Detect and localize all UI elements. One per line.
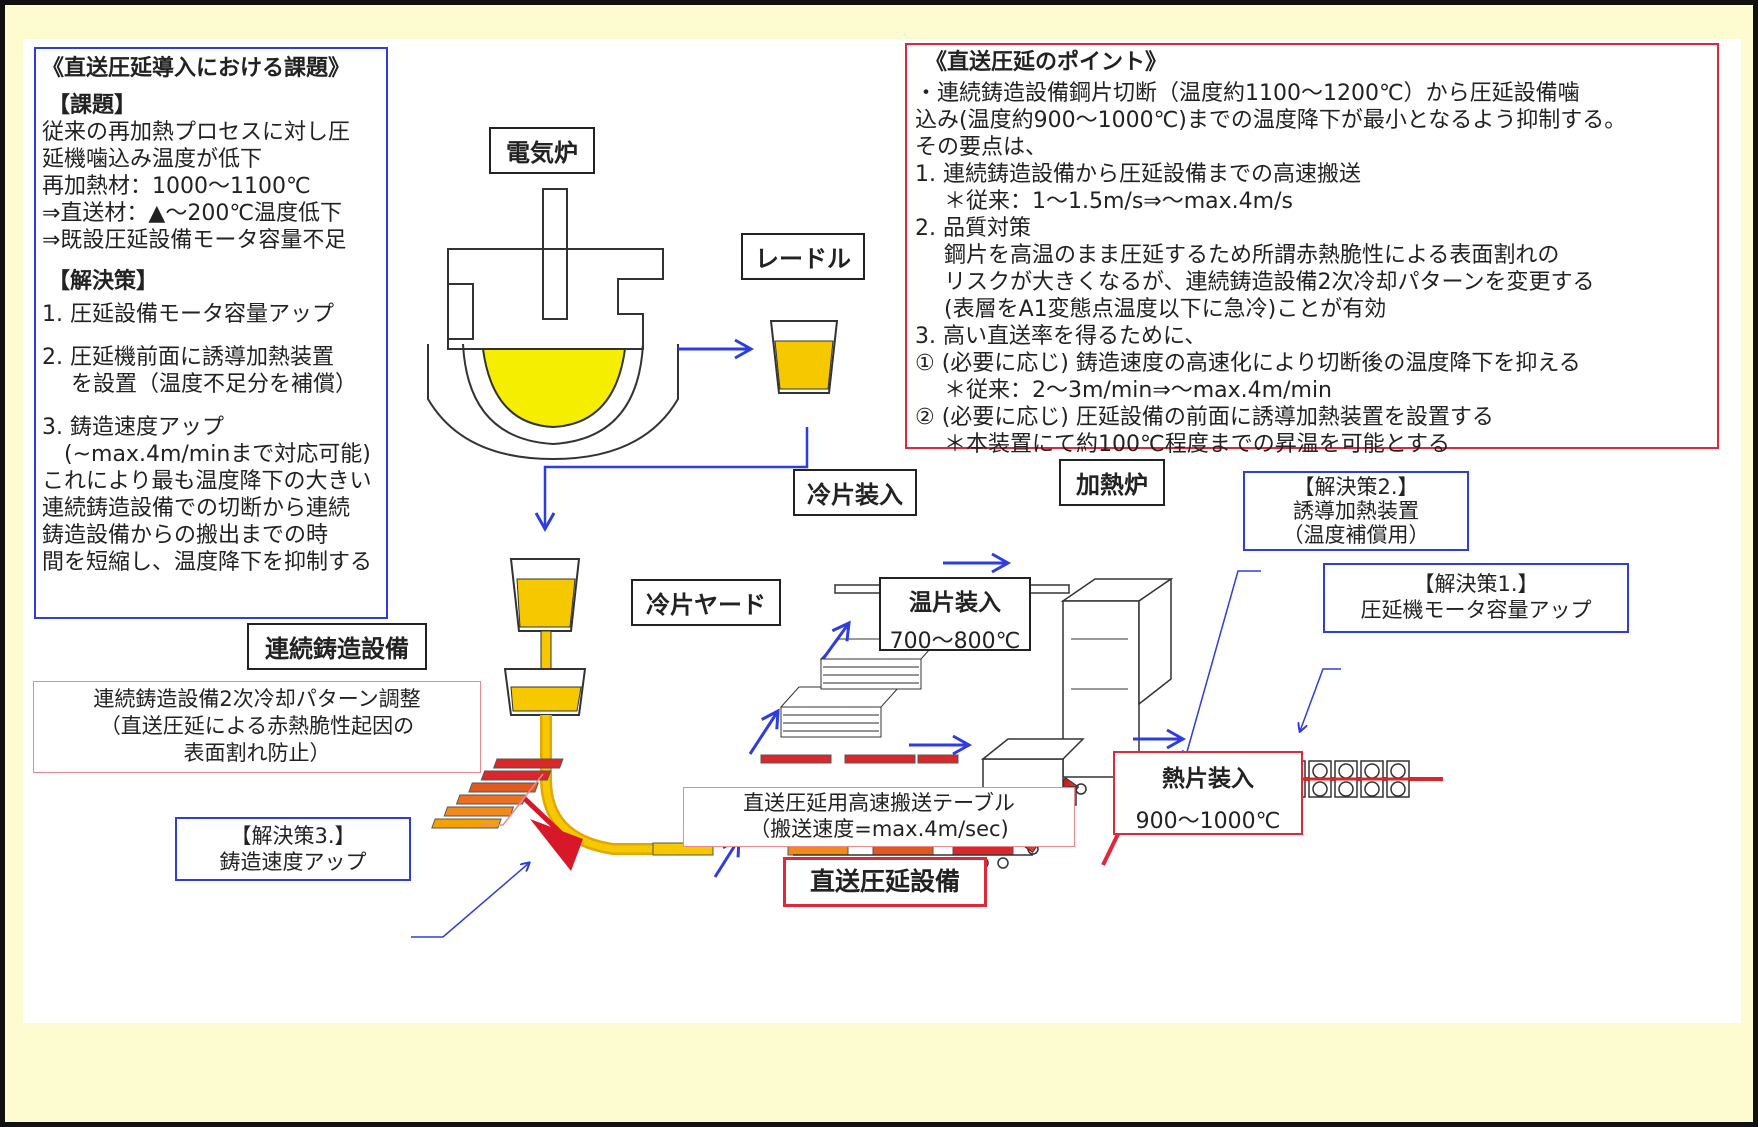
callout-line: （温度補償用） bbox=[1282, 523, 1430, 547]
problem-line: ⇒直送材：▲〜200℃温度低下 bbox=[42, 201, 343, 226]
callout-line: 誘導加熱装置 bbox=[1293, 499, 1419, 523]
diagram-title: 直送圧延設備 bbox=[783, 857, 987, 907]
callout-solution-3: 【解決策3.】 鋳造速度アップ bbox=[175, 817, 411, 881]
callout-line: 直送圧延用高速搬送テーブル bbox=[743, 791, 1015, 815]
solution-3-line: (~max.4m/minまで対応可能) bbox=[42, 442, 371, 467]
electric-furnace-drawing bbox=[427, 188, 679, 461]
solution-3-line: 間を短縮し、温度降下を抑制する bbox=[42, 550, 373, 575]
points-title: 《直送圧延のポイント》 bbox=[925, 50, 1168, 75]
slab-stack-hot bbox=[431, 758, 564, 829]
callout-transport-table: 直送圧延用高速搬送テーブル（搬送速度=max.4m/sec) bbox=[683, 787, 1075, 847]
point-line: 鋼片を高温のまま圧延するため所謂赤熱脆性による表面割れの bbox=[915, 243, 1560, 268]
solution-2: 2. 圧延機前面に誘導加熱装置 を設置（温度不足分を補償） bbox=[42, 344, 380, 398]
label-cold-charge: 冷片装入 bbox=[793, 469, 917, 516]
problem-line: 従来の再加熱プロセスに対し圧 bbox=[42, 120, 351, 145]
solution-3-line: これにより最も温度降下の大きい bbox=[42, 469, 372, 494]
callout-line: （直送圧延による赤熱脆性起因の bbox=[99, 714, 415, 738]
tundish-drawing bbox=[503, 558, 587, 716]
solution-3-line: 鋳造設備からの搬出までの時 bbox=[42, 523, 329, 548]
point-line: ① (必要に応じ) 鋳造速度の高速化により切断後の温度降下を抑える bbox=[915, 351, 1581, 376]
callout-line: （搬送速度=max.4m/sec) bbox=[749, 817, 1009, 841]
point-line: 2. 品質対策 bbox=[915, 216, 1031, 241]
reheating-furnace-drawing bbox=[980, 577, 1174, 820]
label-cold-yard: 冷片ヤード bbox=[631, 579, 781, 626]
problem-line: 延機噛込み温度が低下 bbox=[42, 147, 263, 172]
callout-solution-2-body: 誘導加熱装置（温度補償用） bbox=[1245, 499, 1467, 547]
callout-solution-2: 【解決策2.】 誘導加熱装置（温度補償用） bbox=[1243, 471, 1469, 551]
warm-charge-label: 温片装入 bbox=[909, 590, 1001, 616]
solution-2-line: を設置（温度不足分を補償） bbox=[42, 372, 357, 397]
challenges-title: 《直送圧延導入における課題》 bbox=[42, 56, 351, 81]
point-line: ＊従来：1〜1.5m/s⇒〜max.4m/s bbox=[915, 189, 1293, 214]
point-line: ・連続鋳造設備鋼片切断（温度約1100〜1200℃）から圧延設備噛 bbox=[915, 81, 1580, 106]
solution-3-line: 3. 鋳造速度アップ bbox=[42, 415, 224, 440]
solution-3-line: 連続鋳造設備での切断から連続 bbox=[42, 496, 351, 521]
callout-leaders bbox=[411, 570, 1341, 938]
problem-heading: 【課題】 bbox=[48, 93, 137, 118]
solution-2-line: 2. 圧延機前面に誘導加熱装置 bbox=[42, 345, 334, 370]
points-list: ・連続鋳造設備鋼片切断（温度約1100〜1200℃）から圧延設備噛込み(温度約9… bbox=[915, 80, 1709, 458]
points-box: 《直送圧延のポイント》 ・連続鋳造設備鋼片切断（温度約1100〜1200℃）から… bbox=[905, 43, 1719, 457]
arrow-ladle-to-caster bbox=[534, 427, 809, 533]
callout-cooling-body: 連続鋳造設備2次冷却パターン調整 （直送圧延による赤熱脆性起因の表面割れ防止） bbox=[34, 686, 480, 767]
label-ladle: レードル bbox=[741, 233, 865, 280]
point-line: ＊本装置にて約100℃程度までの昇温を可能とする bbox=[915, 432, 1451, 457]
callout-line: 表面割れ防止） bbox=[183, 741, 331, 765]
callout-solution-2-title: 【解決策2.】 bbox=[1293, 475, 1419, 499]
point-line: (表層をA1変態点温度以下に急冷)ことが有効 bbox=[915, 297, 1387, 322]
problem-line: 再加熱材：1000〜1100℃ bbox=[42, 174, 311, 199]
point-line: 1. 連続鋳造設備から圧延設備までの高速搬送 bbox=[915, 162, 1361, 187]
point-line: その要点は、 bbox=[915, 135, 1048, 160]
point-line: 込み(温度約900〜1000℃)までの温度降下が最小となるよう抑制する。 bbox=[915, 108, 1627, 133]
ladle-drawing bbox=[769, 320, 839, 394]
callout-solution-1: 【解決策1.】 圧延機モータ容量アップ bbox=[1323, 563, 1629, 633]
hot-charge-temp: 900〜1000℃ bbox=[1135, 809, 1281, 834]
callout-solution-1-title: 【解決策1.】 bbox=[1413, 572, 1539, 596]
label-electric-furnace: 電気炉 bbox=[489, 127, 595, 174]
hot-charge-label: 熱片装入 bbox=[1162, 766, 1254, 792]
challenges-box: 《直送圧延導入における課題》 【課題】 従来の再加熱プロセスに対し圧延機噛込み温… bbox=[34, 47, 388, 619]
diagram-panel: 《直送圧延導入における課題》 【課題】 従来の再加熱プロセスに対し圧延機噛込み温… bbox=[23, 39, 1741, 1023]
point-line: リスクが大きくなるが、連続鋳造設備2次冷却パターンを変更する bbox=[915, 270, 1595, 295]
solution-1: 1. 圧延設備モータ容量アップ bbox=[42, 302, 334, 327]
callout-solution-3-body: 鋳造速度アップ bbox=[219, 850, 367, 874]
warm-charge-temp: 700〜800℃ bbox=[889, 629, 1021, 654]
label-reheat-furnace: 加熱炉 bbox=[1059, 459, 1165, 506]
cooling-pointer bbox=[530, 819, 583, 871]
solution-heading: 【解決策】 bbox=[48, 269, 159, 294]
callout-line: 連続鋳造設備2次冷却パターン調整 bbox=[93, 687, 421, 711]
point-line: 3. 高い直送率を得るために、 bbox=[915, 324, 1207, 349]
problem-list: 従来の再加熱プロセスに対し圧延機噛込み温度が低下再加熱材：1000〜1100℃⇒… bbox=[42, 119, 380, 254]
callout-solution-3-title: 【解決策3.】 bbox=[230, 824, 356, 848]
point-line: ＊従来：2〜3m/min⇒〜max.4m/min bbox=[915, 378, 1333, 403]
callout-transport-table-body: 直送圧延用高速搬送テーブル（搬送速度=max.4m/sec) bbox=[684, 790, 1074, 842]
hot-charge-box: 熱片装入 900〜1000℃ bbox=[1113, 751, 1303, 835]
callout-solution-1-body: 圧延機モータ容量アップ bbox=[1360, 598, 1592, 622]
label-continuous-caster: 連続鋳造設備 bbox=[247, 623, 427, 670]
problem-line: ⇒既設圧延設備モータ容量不足 bbox=[42, 228, 347, 253]
solution-3: 3. 鋳造速度アップ (~max.4m/minまで対応可能)これにより最も温度降… bbox=[42, 414, 380, 576]
warm-charge-box: 温片装入 700〜800℃ bbox=[879, 577, 1031, 654]
callout-cooling: 連続鋳造設備2次冷却パターン調整 （直送圧延による赤熱脆性起因の表面割れ防止） bbox=[33, 681, 481, 773]
point-line: ② (必要に応じ) 圧延設備の前面に誘導加熱装置を設置する bbox=[915, 405, 1494, 430]
